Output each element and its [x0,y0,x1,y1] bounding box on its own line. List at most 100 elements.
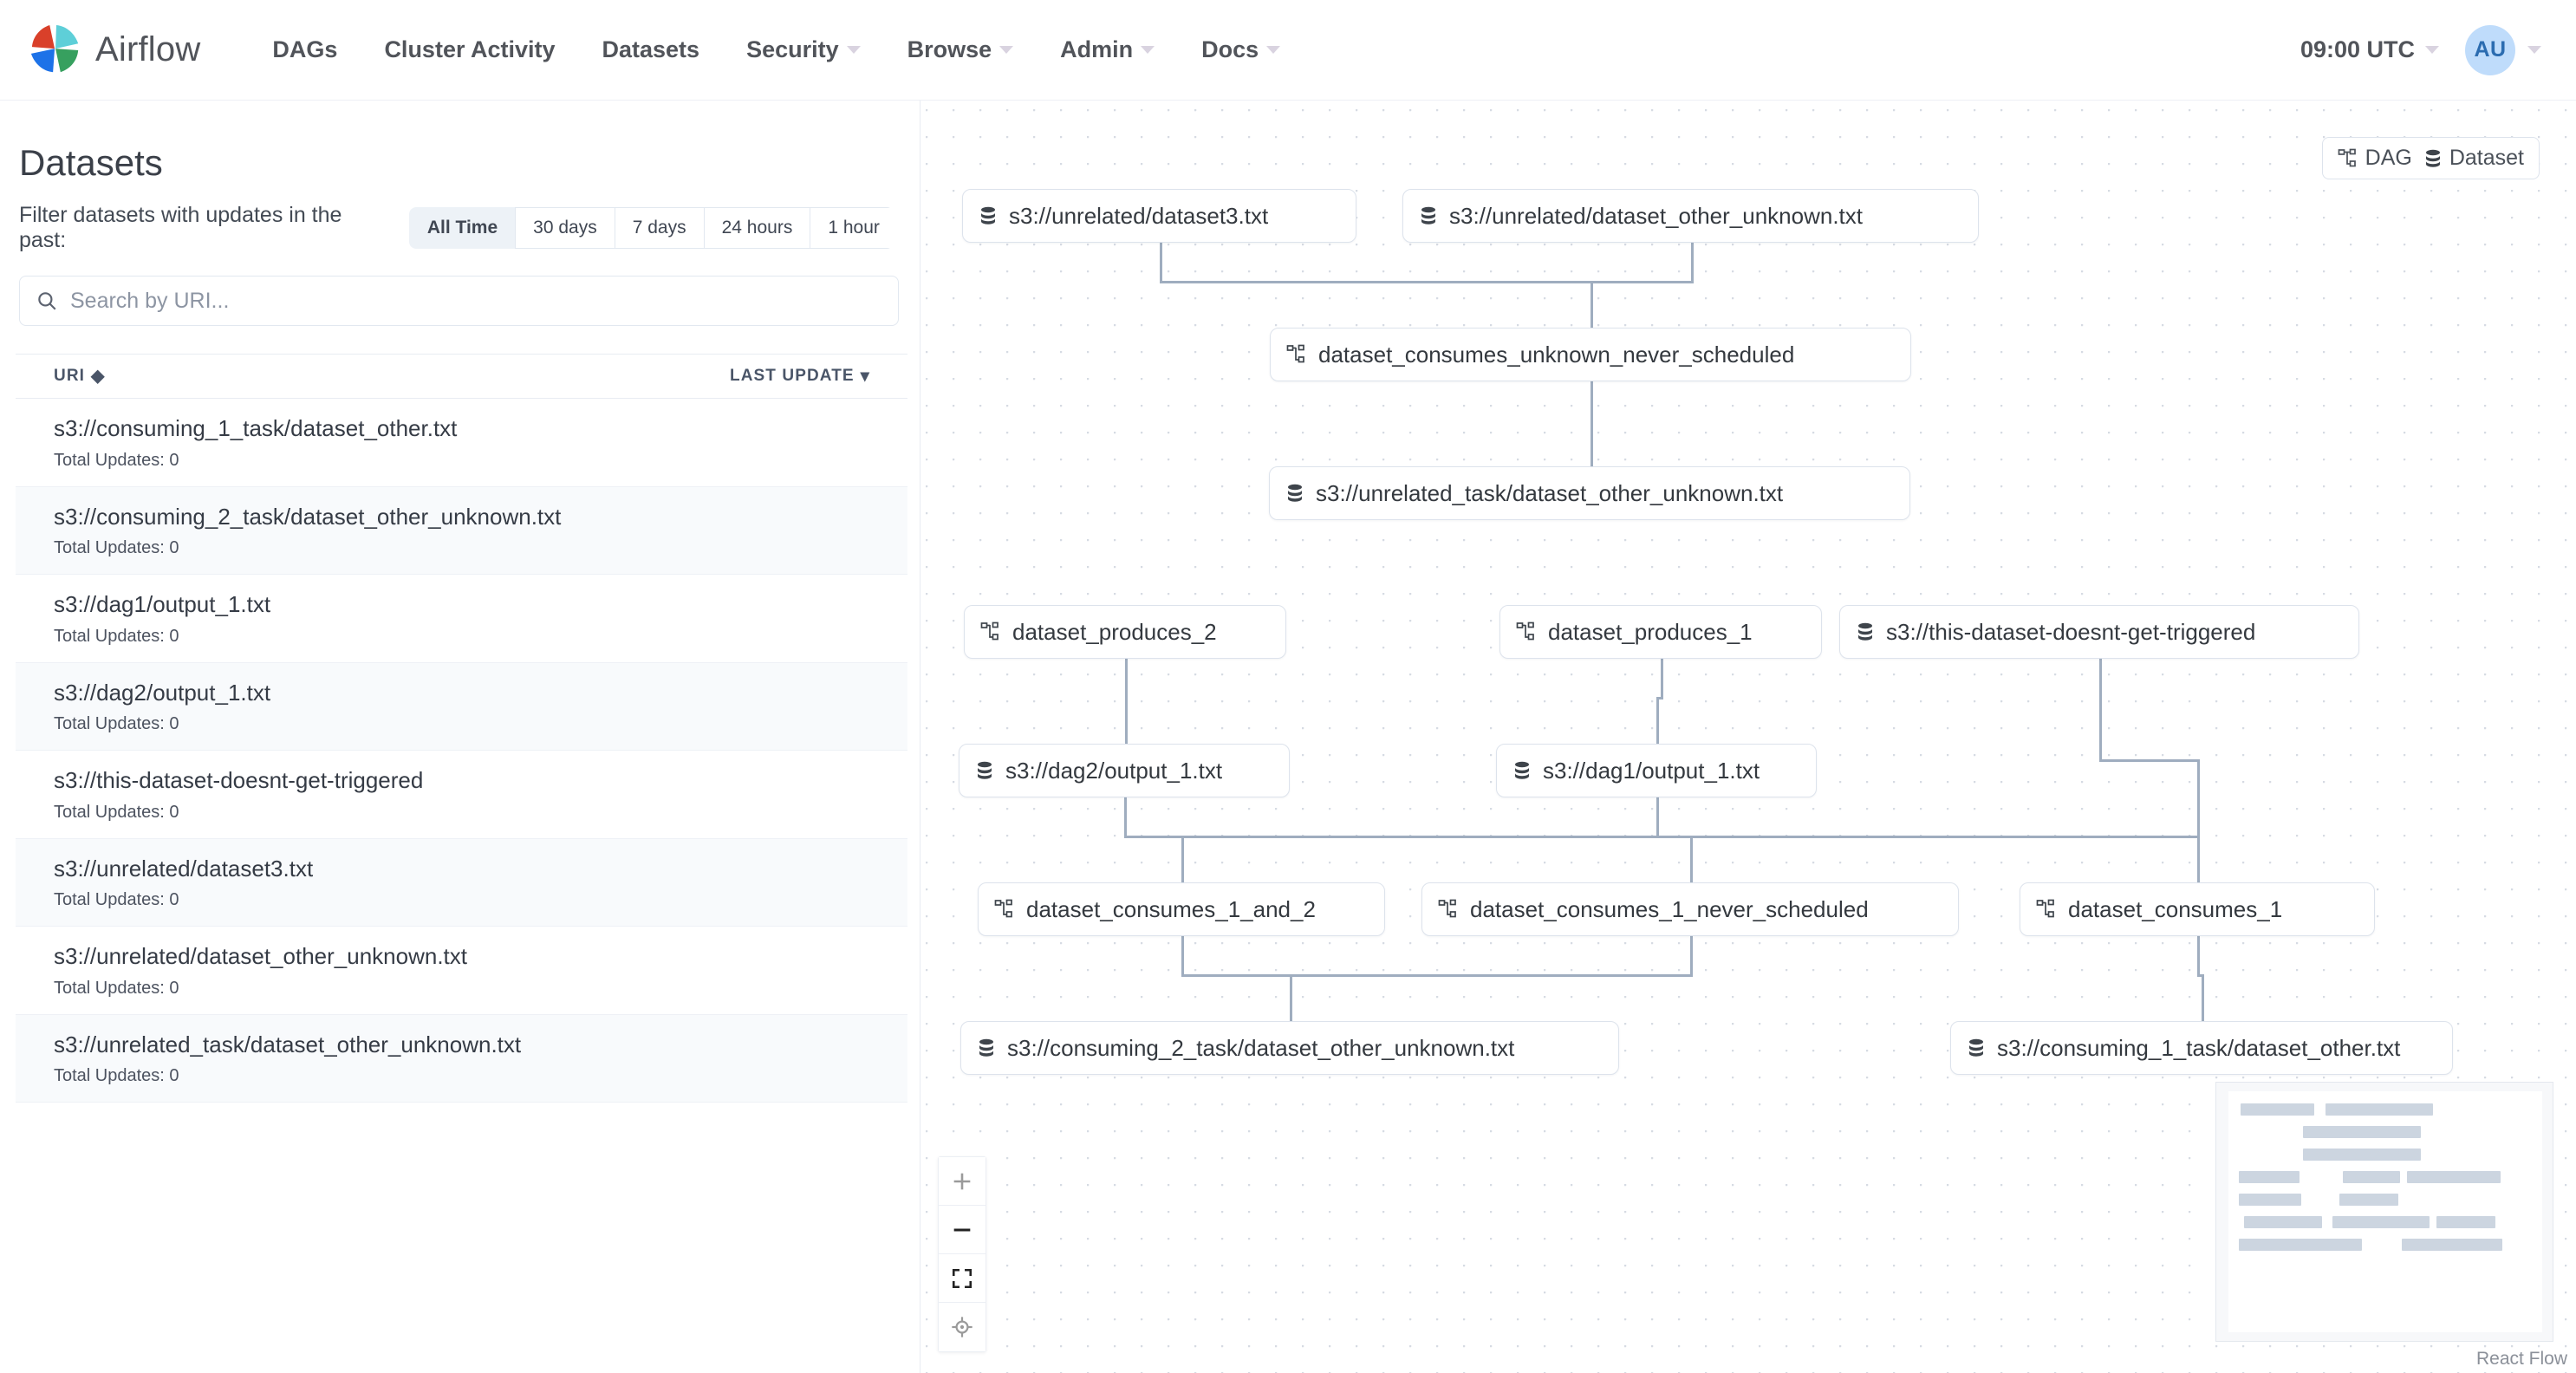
graph-node-n14[interactable]: s3://consuming_1_task/dataset_other.txt [1950,1021,2453,1075]
table-row[interactable]: s3://unrelated/dataset3.txt Total Update… [16,838,907,927]
filter-30-days[interactable]: 30 days [515,207,615,249]
column-header-uri[interactable]: URI ◆ [54,367,730,386]
row-uri: s3://dag1/output_1.txt [54,591,271,617]
legend-dataset: Dataset [2423,146,2524,171]
table-row[interactable]: s3://this-dataset-doesnt-get-triggered T… [16,751,907,839]
time-filter-group: All Time 30 days 7 days 24 hours 1 hour [408,207,894,249]
nav-item-browse[interactable]: Browse [884,36,1038,63]
datasets-table: URI ◆ LAST UPDATE ▾ s3://consuming_1_tas… [16,354,907,1103]
dag-icon [2036,899,2057,920]
database-icon [1285,483,1304,504]
graph-edge-segment [1590,381,1593,466]
minimap-node [2241,1103,2314,1116]
row-total-updates: Total Updates: 0 [54,626,179,646]
nav-item-admin-label: Admin [1060,36,1134,62]
page-title: Datasets [19,142,163,183]
table-row[interactable]: s3://consuming_2_task/dataset_other_unkn… [16,486,907,575]
minimap-node [2303,1149,2421,1161]
graph-node-n3[interactable]: dataset_consumes_unknown_never_scheduled [1270,328,1911,381]
minimap-node [2436,1216,2495,1228]
graph-node-n6[interactable]: dataset_produces_1 [1499,605,1822,659]
dag-icon [980,621,1001,642]
graph-edge-segment [1590,281,1694,283]
user-menu[interactable]: AU [2465,24,2541,75]
minimap-node [2339,1194,2398,1206]
graph-node-n9[interactable]: s3://dag1/output_1.txt [1496,744,1817,797]
column-header-last-update-label: LAST UPDATE [730,367,855,385]
graph-edge-segment [2202,974,2204,1021]
filter-1-hour[interactable]: 1 hour [810,207,894,249]
filter-24-hours[interactable]: 24 hours [703,207,810,249]
nav-item-datasets[interactable]: Datasets [579,36,724,63]
datasets-panel: Datasets Filter datasets with updates in… [0,101,920,1373]
table-row[interactable]: s3://unrelated/dataset_other_unknown.txt… [16,927,907,1015]
graph-edge-segment [1656,836,2200,838]
nav-item-cluster-activity-label: Cluster Activity [384,36,556,62]
dag-icon [2338,148,2358,169]
nav-item-security[interactable]: Security [723,36,884,63]
table-row[interactable]: s3://dag1/output_1.txt Total Updates: 0 [16,575,907,663]
database-icon [1856,621,1875,642]
graph-node-n11[interactable]: dataset_consumes_1_never_scheduled [1421,882,1959,936]
graph-node-n8[interactable]: s3://dag2/output_1.txt [959,744,1290,797]
nav-item-docs[interactable]: Docs [1178,36,1304,63]
minimap-node [2239,1194,2301,1206]
table-row[interactable]: s3://consuming_1_task/dataset_other.txt … [16,399,907,487]
zoom-in-button[interactable] [939,1157,986,1206]
timezone-selector[interactable]: 09:00 UTC [2300,36,2439,63]
plus-icon [953,1173,971,1189]
graph-node-n12[interactable]: dataset_consumes_1 [2020,882,2375,936]
nav-item-datasets-label: Datasets [602,36,700,62]
search-icon [36,290,58,312]
nav-item-dags[interactable]: DAGs [249,36,361,63]
graph-node-n2[interactable]: s3://unrelated/dataset_other_unknown.txt [1402,189,1979,243]
minimap-node [2326,1103,2433,1116]
graph-node-n13[interactable]: s3://consuming_2_task/dataset_other_unkn… [960,1021,1619,1075]
brand-title: Airflow [95,30,201,68]
dataset-graph-canvas[interactable]: DAG Dataset [920,101,2576,1373]
graph-node-n5[interactable]: dataset_produces_2 [964,605,1286,659]
row-uri: s3://unrelated/dataset3.txt [54,855,314,882]
filter-7-days[interactable]: 7 days [614,207,704,249]
fit-view-icon [952,1268,973,1288]
graph-node-n10[interactable]: dataset_consumes_1_and_2 [978,882,1385,936]
graph-node-label: dataset_produces_1 [1548,618,1753,645]
table-row[interactable]: s3://dag2/output_1.txt Total Updates: 0 [16,662,907,751]
zoom-out-button[interactable] [939,1206,986,1254]
row-total-updates: Total Updates: 0 [54,714,179,733]
nav-item-admin[interactable]: Admin [1037,36,1178,63]
table-header: URI ◆ LAST UPDATE ▾ [16,354,907,399]
dag-icon [994,899,1015,920]
graph-edge-segment [2197,974,2204,977]
search-box[interactable] [19,276,899,326]
minimap-node [2407,1171,2501,1183]
graph-minimap[interactable] [2215,1082,2553,1342]
center-view-button[interactable] [939,1303,986,1351]
graph-edge-segment [1124,797,1127,836]
graph-node-n1[interactable]: s3://unrelated/dataset3.txt [962,189,1356,243]
graph-edge-segment [1160,281,1594,283]
graph-node-label: dataset_consumes_unknown_never_scheduled [1318,341,1795,368]
filter-all-time[interactable]: All Time [408,207,516,249]
graph-legend: DAG Dataset [2321,137,2540,179]
brand-logo-link[interactable]: Airflow [29,23,200,77]
fit-view-button[interactable] [939,1254,986,1303]
graph-node-n4[interactable]: s3://unrelated_task/dataset_other_unknow… [1269,466,1910,520]
legend-dag-label: DAG [2365,146,2412,170]
search-input[interactable] [70,288,882,314]
graph-node-label: dataset_produces_2 [1012,618,1217,645]
table-row[interactable]: s3://unrelated_task/dataset_other_unknow… [16,1014,907,1103]
minus-icon [953,1227,971,1232]
graph-node-n7[interactable]: s3://this-dataset-doesnt-get-triggered [1839,605,2359,659]
graph-controls [938,1156,986,1352]
dag-icon [1286,344,1307,365]
graph-edge-segment [1160,243,1162,281]
database-icon [1967,1038,1986,1058]
nav-item-cluster-activity[interactable]: Cluster Activity [361,36,578,63]
graph-edge-segment [2197,759,2200,882]
graph-node-label: s3://consuming_2_task/dataset_other_unkn… [1007,1034,1515,1061]
column-header-last-update[interactable]: LAST UPDATE ▾ [730,367,870,386]
graph-edge-segment [2099,759,2200,762]
minimap-node [2332,1216,2430,1228]
graph-node-label: s3://dag2/output_1.txt [1005,757,1223,784]
